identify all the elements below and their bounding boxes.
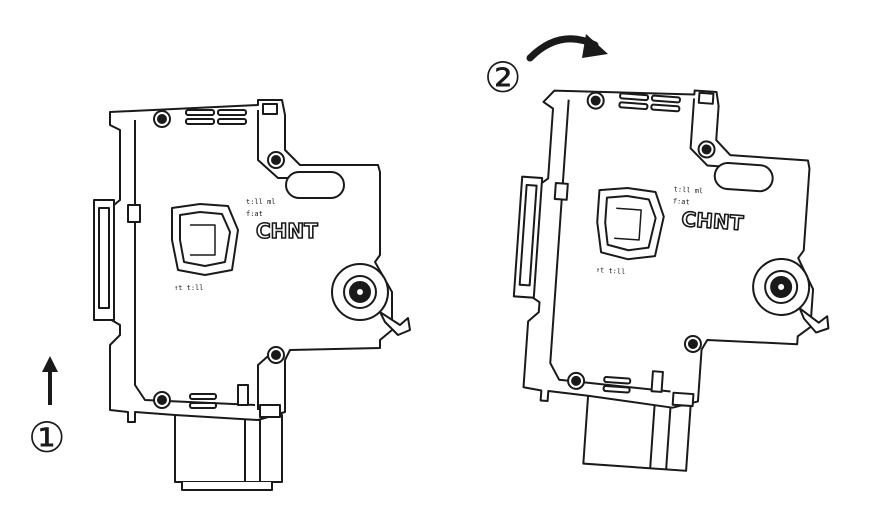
breaker-step-1 <box>93 99 411 491</box>
panel-text-3-right: ↑t t:ll <box>596 266 626 276</box>
panel-text-3-left: ↑t t:ll <box>174 284 204 292</box>
oval-window <box>713 161 774 193</box>
din-clip <box>512 175 569 299</box>
push-up-arrow <box>42 356 58 405</box>
housing-outline <box>107 99 393 423</box>
step-2-marker: ② <box>484 53 522 102</box>
step-1-marker: ① <box>28 413 66 462</box>
label-panel <box>171 203 239 276</box>
rotary-knob <box>752 257 830 334</box>
brand-logo-left: CHNT <box>256 219 318 243</box>
breaker-step-2: CHNT t:ll ml f:at ↑t t:ll <box>512 89 830 472</box>
panel-text-2-left: f:at <box>246 210 263 218</box>
rotate-arrow <box>526 34 608 62</box>
brand-logo-right: CHNT <box>681 207 745 235</box>
rotary-knob <box>331 263 411 336</box>
top-screw-area <box>153 103 285 169</box>
bottom-screw-area <box>567 334 702 408</box>
panel-text-2-right: f:at <box>673 197 690 206</box>
panel-text-1-right: t:ll ml <box>673 185 703 195</box>
bottom-terminal <box>174 414 283 491</box>
bottom-screw-area <box>153 346 285 418</box>
oval-window <box>285 171 345 199</box>
panel-text-1-left: t:ll ml <box>246 198 276 206</box>
din-clip <box>93 199 141 321</box>
label-panel <box>596 187 665 261</box>
top-screw-area <box>586 91 716 159</box>
